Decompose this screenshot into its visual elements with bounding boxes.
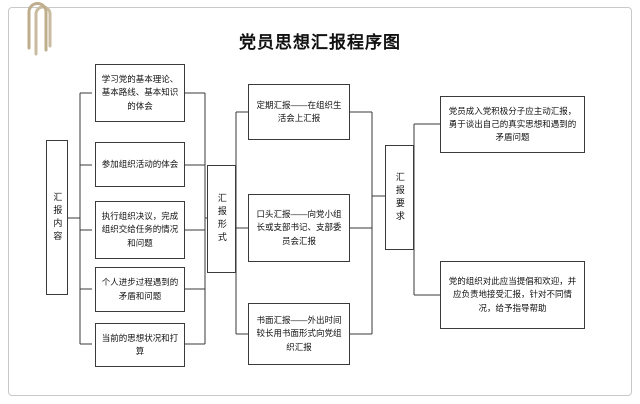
node-content-item-5: 当前的思想状况和打算: [95, 323, 185, 367]
node-report-request: 汇报要求: [385, 145, 414, 250]
node-content-item-3: 执行组织决议，完成组织交给任务的情况和问题: [95, 201, 185, 259]
node-report-form: 汇报形式: [207, 165, 236, 273]
node-request-item-1: 党员成入党积极分子应主动汇报，勇于谈出自己的真实思想和遇到的矛盾问题: [440, 96, 585, 153]
node-form-item-3: 书面汇报——外出时间较长用书面形式向党组织汇报: [248, 303, 350, 365]
paperclip-icon: [27, 2, 52, 56]
node-form-item-2: 口头汇报——向党小组长或支部书记、支部委员会汇报: [248, 194, 350, 262]
node-content-item-1: 学习党的基本理论、基本路线、基本知识的体会: [95, 64, 185, 122]
node-request-item-2: 党的组织对此应当提倡和欢迎，并应负责地接受汇报，针对不同情况，给予指导帮助: [440, 261, 585, 329]
node-report-content: 汇报内容: [46, 140, 68, 295]
page-title: 党员思想汇报程序图: [239, 33, 401, 52]
node-content-item-2: 参加组织活动的体会: [95, 142, 185, 187]
node-form-item-1: 定期汇报——在组织生活会上汇报: [248, 84, 350, 140]
node-content-item-4: 个人进步过程遇到的矛盾和问题: [95, 267, 185, 312]
